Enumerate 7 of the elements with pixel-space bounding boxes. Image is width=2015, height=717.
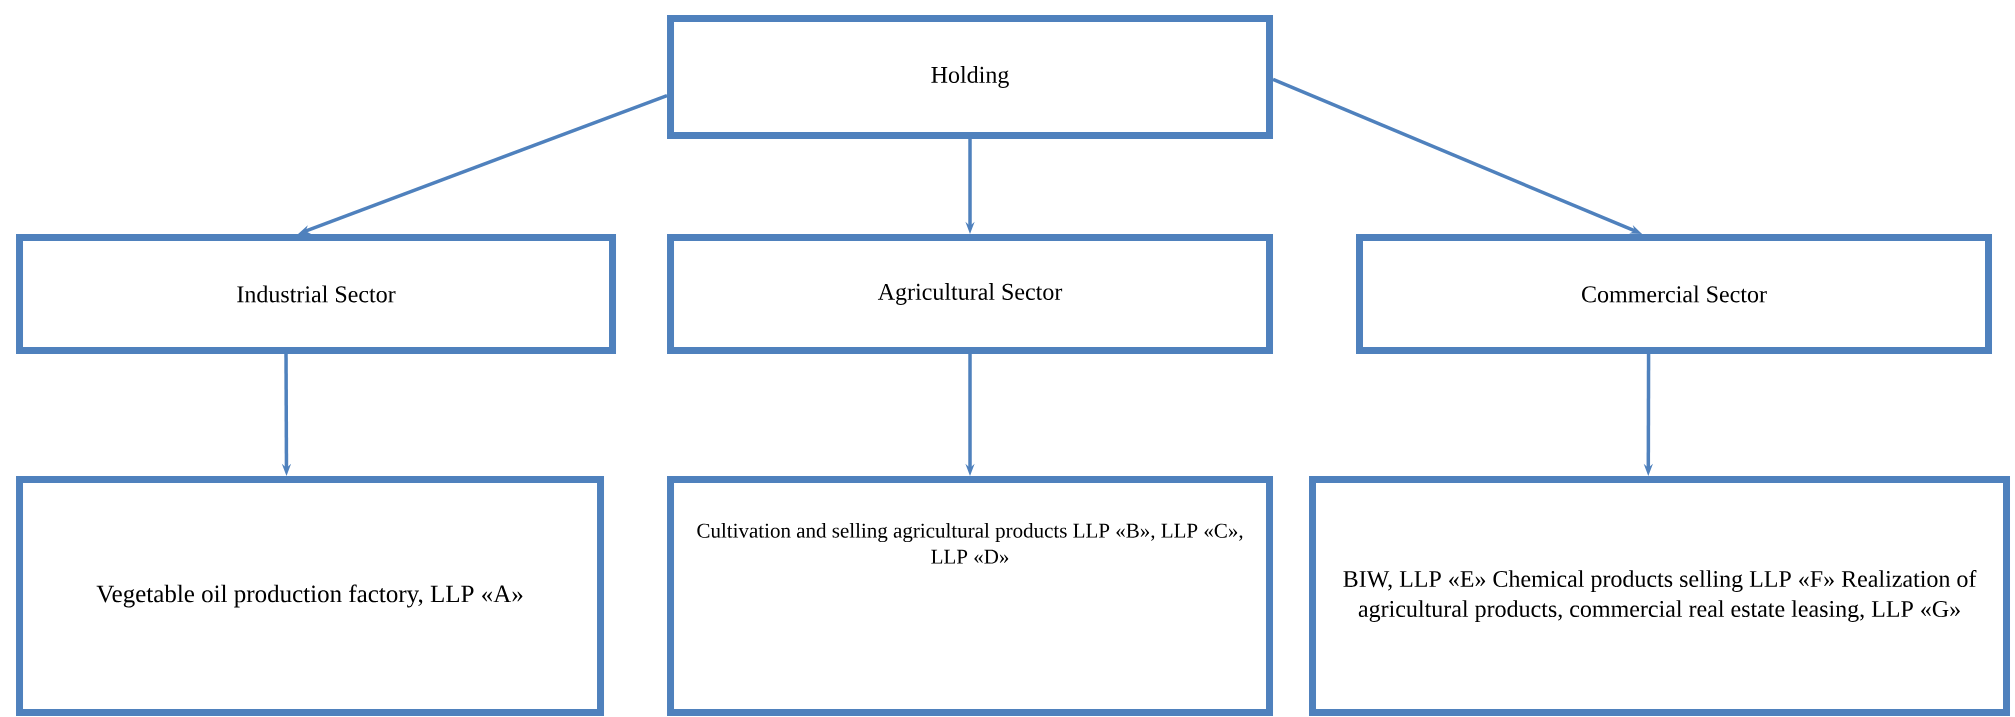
- process-box: Vegetable oil production factory, LLP «A»: [16, 476, 604, 716]
- process-box: Industrial Sector: [16, 234, 616, 354]
- process-box: Commercial Sector: [1356, 234, 1992, 354]
- process-box: Cultivation and selling agricultural products LLP «B», LLP «C», LLP «D»: [667, 476, 1273, 716]
- process-box: BIW, LLP «E» Chemical products selling LLP «F» Realization of agricultural products, commercial real estate leasing, LLP «G»: [1309, 476, 2010, 716]
- process-box: Holding: [667, 15, 1273, 139]
- process-box: Agricultural Sector: [667, 234, 1273, 354]
